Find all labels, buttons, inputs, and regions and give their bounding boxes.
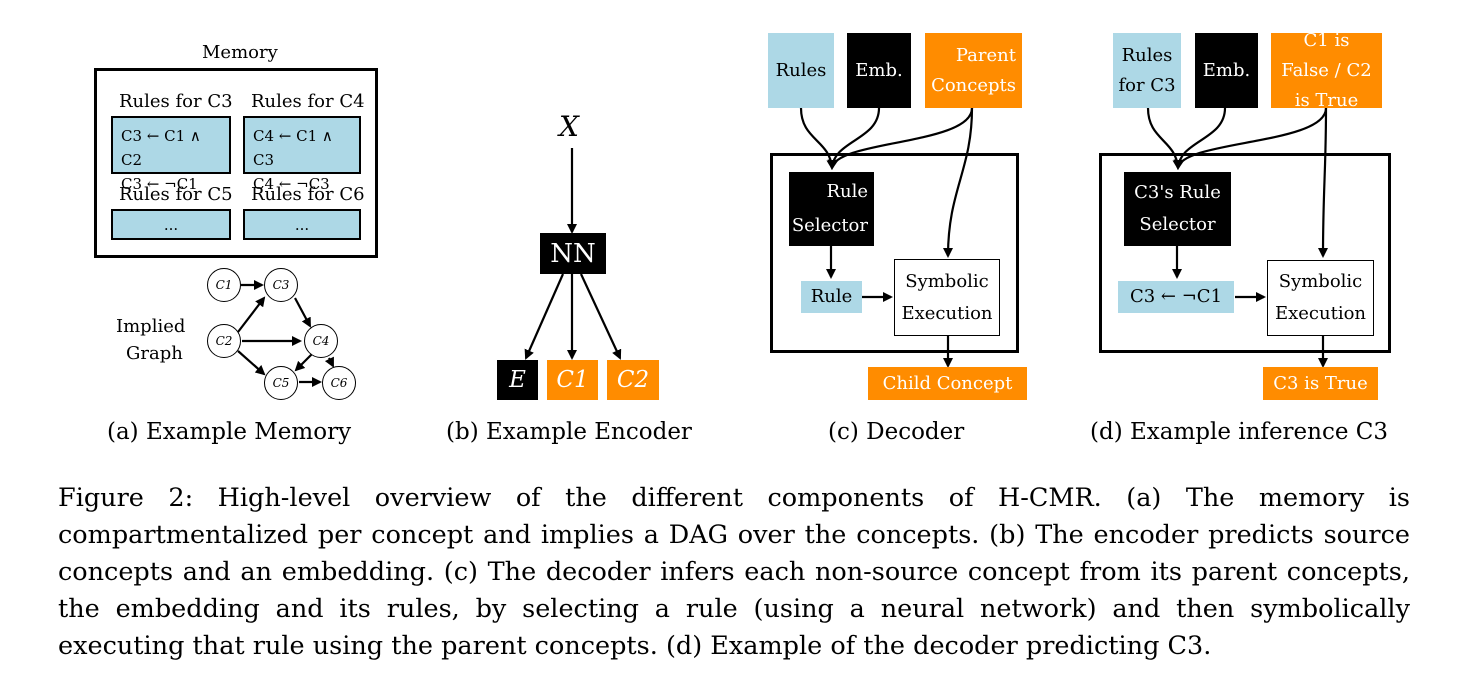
figure-caption: Figure 2: High-level overview of the dif…: [58, 483, 1410, 661]
memory-title: Memory: [202, 42, 278, 63]
symbolic-execution: Symbolic Execution: [1267, 260, 1374, 336]
parent-concepts-input: Parent Concepts: [925, 33, 1022, 108]
rule-line: ...: [163, 216, 179, 234]
embedding-input: Emb.: [847, 33, 911, 108]
memory-cell-title: Rules for C6: [251, 184, 365, 205]
graph-node-c4: C4: [304, 324, 338, 358]
memory-cell-c3: C3 ← C1 ∧ C2 C3 ← ¬C1: [111, 116, 231, 193]
memory-frame: [94, 68, 378, 258]
decoder-frame: [770, 153, 1019, 353]
parent-values-input: C1 is False / C2 is True: [1271, 30, 1382, 111]
panel-c-caption: (c) Decoder: [828, 419, 965, 445]
output-c1: C1: [547, 360, 598, 400]
graph-node-c2: C2: [207, 324, 241, 358]
nn-box: NN: [540, 233, 606, 274]
memory-cell-c6: ...: [243, 209, 361, 240]
diagram-arrows: [237, 107, 1329, 387]
input-x: X: [559, 110, 579, 143]
memory-cell-title: Rules for C3: [119, 91, 233, 112]
child-concept-output: Child Concept: [868, 367, 1027, 400]
graph-node-c5: C5: [264, 366, 298, 400]
graph-node-c6: C6: [322, 366, 356, 400]
decoder-frame: [1099, 153, 1391, 353]
memory-cell-title: Rules for C5: [119, 184, 233, 205]
rule-selector: Rule Selector: [789, 172, 874, 246]
selected-rule-box: C3 ← ¬C1: [1118, 281, 1234, 313]
rule-box: Rule: [801, 281, 862, 313]
rules-c3-input: Rules for C3: [1113, 33, 1181, 108]
memory-cell-title: Rules for C4: [251, 91, 365, 112]
panel-a-caption: (a) Example Memory: [107, 419, 352, 445]
graph-label: Implied: [116, 316, 186, 337]
memory-cell-c5: ...: [111, 209, 231, 240]
rule-line: C3 ← ¬C1: [121, 175, 198, 193]
rule-line: C4 ← ¬C3: [253, 175, 330, 193]
memory-cell-c4: C4 ← C1 ∧ C3 C4 ← ¬C3: [243, 116, 361, 193]
output-c2: C2: [607, 360, 659, 400]
rule-line: ...: [294, 216, 310, 234]
rule-line: C4 ← C1 ∧ C3: [253, 127, 333, 169]
graph-node-c3: C3: [264, 268, 298, 302]
symbolic-execution: Symbolic Execution: [894, 259, 1000, 336]
graph-node-c1: C1: [207, 268, 241, 302]
c3-output: C3 is True: [1263, 367, 1378, 400]
panel-d-caption: (d) Example inference C3: [1090, 419, 1389, 445]
c3-rule-selector: C3's Rule Selector: [1124, 172, 1231, 246]
embedding-input: Emb.: [1195, 33, 1258, 108]
graph-label: Graph: [126, 343, 183, 364]
rules-input: Rules: [768, 33, 834, 108]
rule-line: C3 ← C1 ∧ C2: [121, 127, 201, 169]
panel-b-caption: (b) Example Encoder: [446, 419, 692, 445]
output-embedding: E: [497, 360, 538, 400]
